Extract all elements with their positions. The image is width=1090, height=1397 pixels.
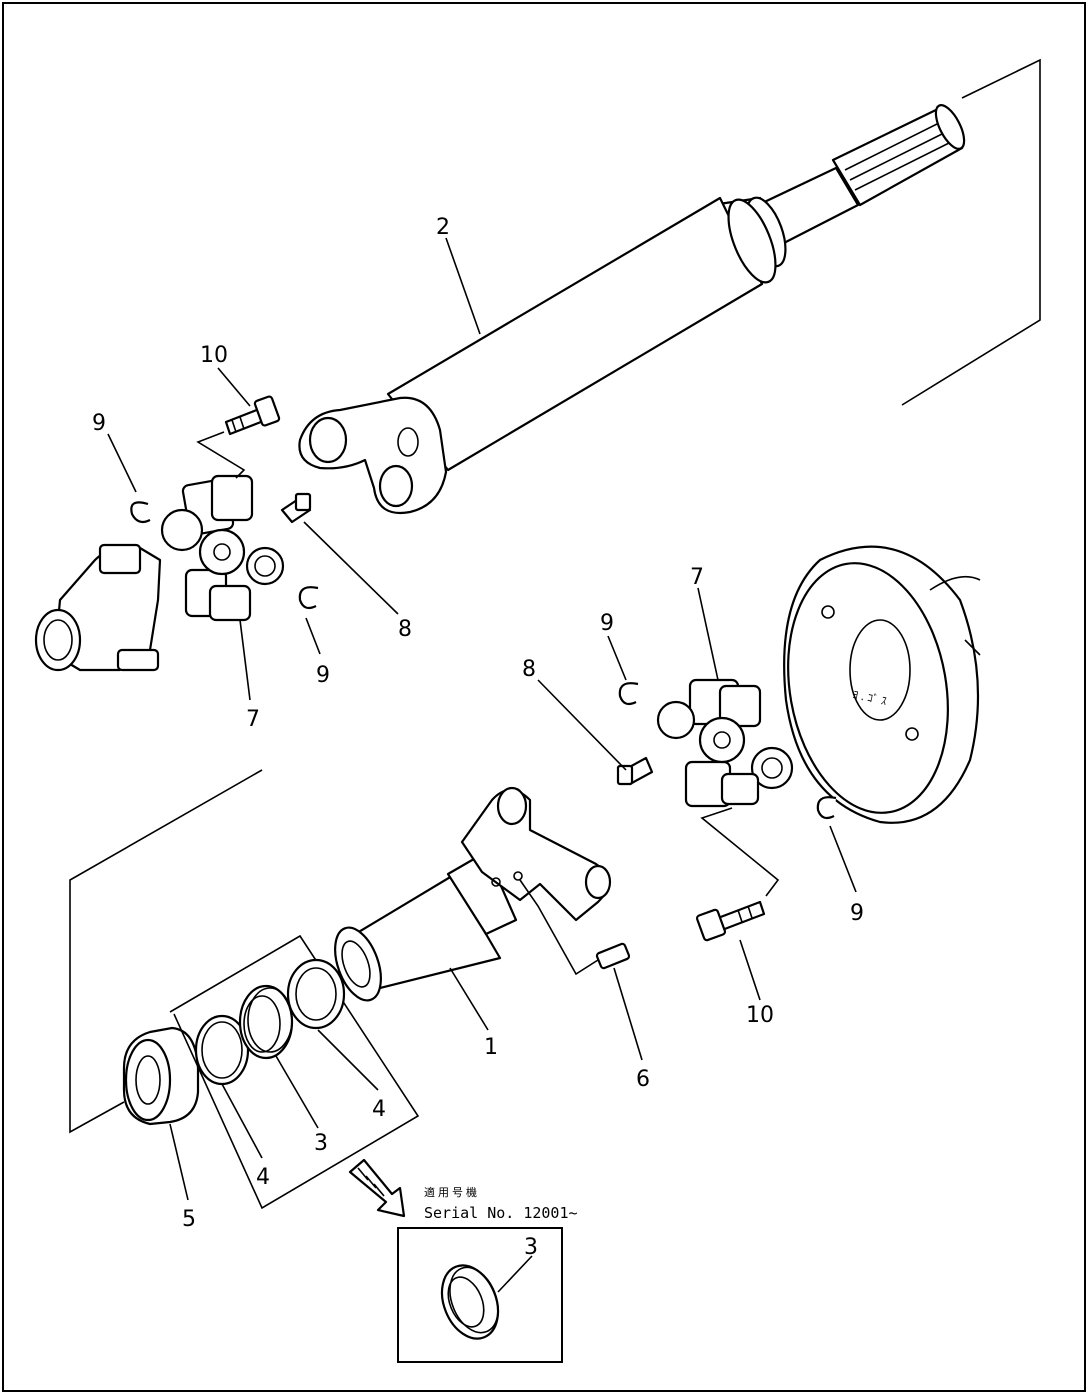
bolt-10-left-leader — [196, 431, 246, 479]
shaft-part-1 — [334, 786, 612, 1002]
serial-note-number: Serial No. 12001~ — [424, 1204, 578, 1222]
seal-part-3-new — [440, 1264, 500, 1340]
grease-fitting-part-6 — [595, 942, 631, 970]
callout-5: 5 — [182, 1207, 196, 1232]
snap-ring-9-left-top — [130, 501, 151, 524]
grease-fitting-part-8-left — [280, 492, 312, 524]
snap-ring-9-right-top — [618, 682, 639, 706]
callout-10-left: 10 — [200, 343, 228, 368]
bolt-10-right-leader — [700, 807, 780, 897]
brake-drum: ﾖ.ｺﾞｽ — [783, 545, 981, 824]
callout-9-left-top: 9 — [92, 411, 106, 436]
callout-2: 2 — [436, 215, 450, 240]
left-universal-joint-part-7 — [160, 474, 285, 622]
grease-fitting-part-8-right — [616, 756, 654, 786]
callout-6: 6 — [636, 1067, 650, 1092]
callout-9-left-bottom: 9 — [316, 663, 330, 688]
callout-1: 1 — [484, 1035, 498, 1060]
left-flange-yoke — [34, 543, 162, 672]
snap-ring-9-left-bottom — [298, 586, 319, 610]
callout-10-right: 10 — [746, 1003, 774, 1028]
callout-8-right: 8 — [522, 657, 536, 682]
right-universal-joint-part-7 — [656, 678, 794, 808]
callout-4-upper: 4 — [372, 1097, 386, 1122]
seal-ring-part-3 — [238, 984, 294, 1060]
seal-kit-bracket — [169, 934, 420, 1210]
snap-ring-9-right-bottom — [816, 796, 837, 820]
callout-leaders — [107, 237, 857, 1293]
lower-bracket — [69, 769, 263, 1134]
callout-3-inset: 3 — [524, 1235, 538, 1260]
callout-9-right-top: 9 — [600, 611, 614, 636]
shaft-part-2 — [298, 104, 966, 515]
callout-7-right: 7 — [690, 565, 704, 590]
callout-3: 3 — [314, 1131, 328, 1156]
callout-7-left: 7 — [246, 707, 260, 732]
callout-4-lower: 4 — [256, 1165, 270, 1190]
seal-ring-part-4-upper — [286, 958, 346, 1030]
callout-8-left: 8 — [398, 617, 412, 642]
callout-9-right-bottom: 9 — [850, 901, 864, 926]
bolt-part-10-right — [695, 900, 766, 942]
bearing-part-5 — [122, 1026, 200, 1126]
fitting-6-leader — [519, 879, 599, 976]
upper-bracket — [901, 58, 1041, 406]
bolt-part-10-left — [224, 395, 281, 436]
serial-note-japanese: 適用号機 — [424, 1185, 480, 1199]
serial-arrow — [348, 1158, 406, 1218]
